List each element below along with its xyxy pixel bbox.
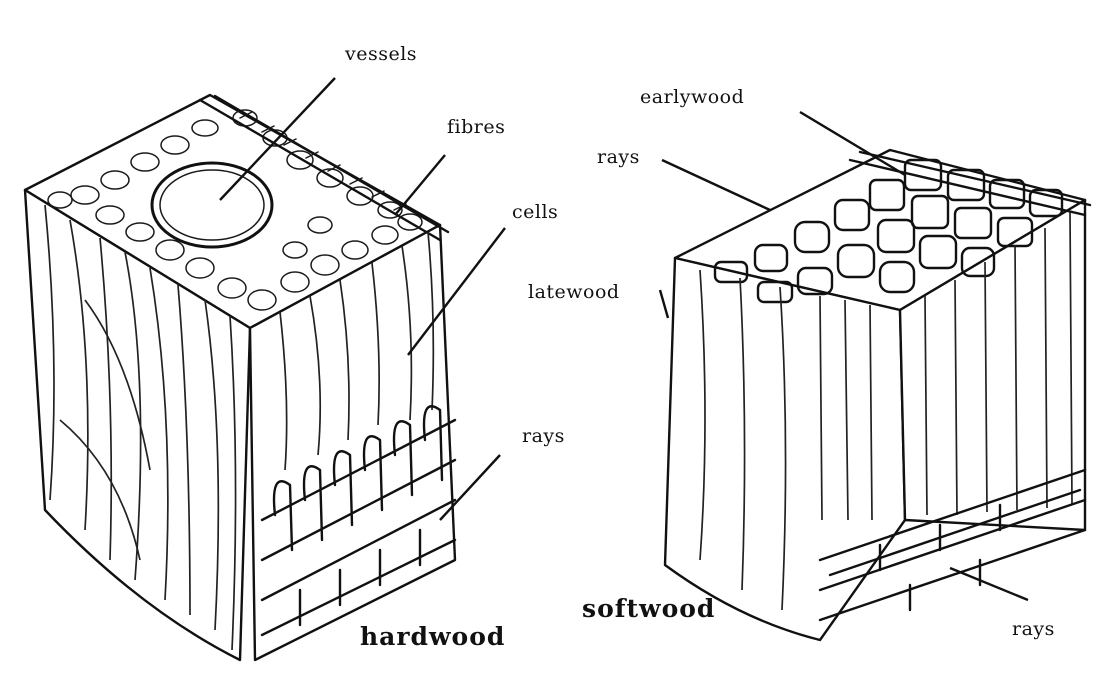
label-rays-hardwood: rays: [522, 425, 565, 447]
hardwood-title: hardwood: [360, 622, 505, 651]
label-earlywood: earlywood: [640, 86, 744, 108]
softwood-rays-section: [818, 468, 1087, 622]
label-fibres: fibres: [447, 116, 505, 138]
hardwood-block: [23, 93, 457, 662]
hardwood-cell-pattern: [47, 109, 423, 311]
hardwood-rays-section: [260, 405, 457, 637]
hardwood-vessel: [150, 161, 274, 249]
softwood-labels: earlywood rays latewood rays softwood: [528, 86, 1055, 640]
softwood-title: softwood: [582, 594, 715, 623]
label-vessels: vessels: [344, 43, 417, 65]
hardwood-ray-band: [198, 94, 450, 242]
softwood-grain: [699, 211, 1073, 611]
softwood-ray-band: [848, 150, 1092, 217]
label-rays-softwood-top: rays: [597, 146, 640, 168]
hardwood-grain-right: [279, 231, 435, 471]
hardwood-right-face: [248, 223, 457, 662]
label-rays-softwood-bottom: rays: [1012, 618, 1055, 640]
hardwood-grain-left: [44, 204, 237, 651]
softwood-block: [663, 148, 1092, 642]
label-latewood: latewood: [528, 281, 620, 303]
leader-lines: [219, 77, 1029, 602]
hardwood-labels: vessels fibres cells rays hardwood: [344, 43, 565, 651]
label-cells: cells: [512, 201, 558, 223]
